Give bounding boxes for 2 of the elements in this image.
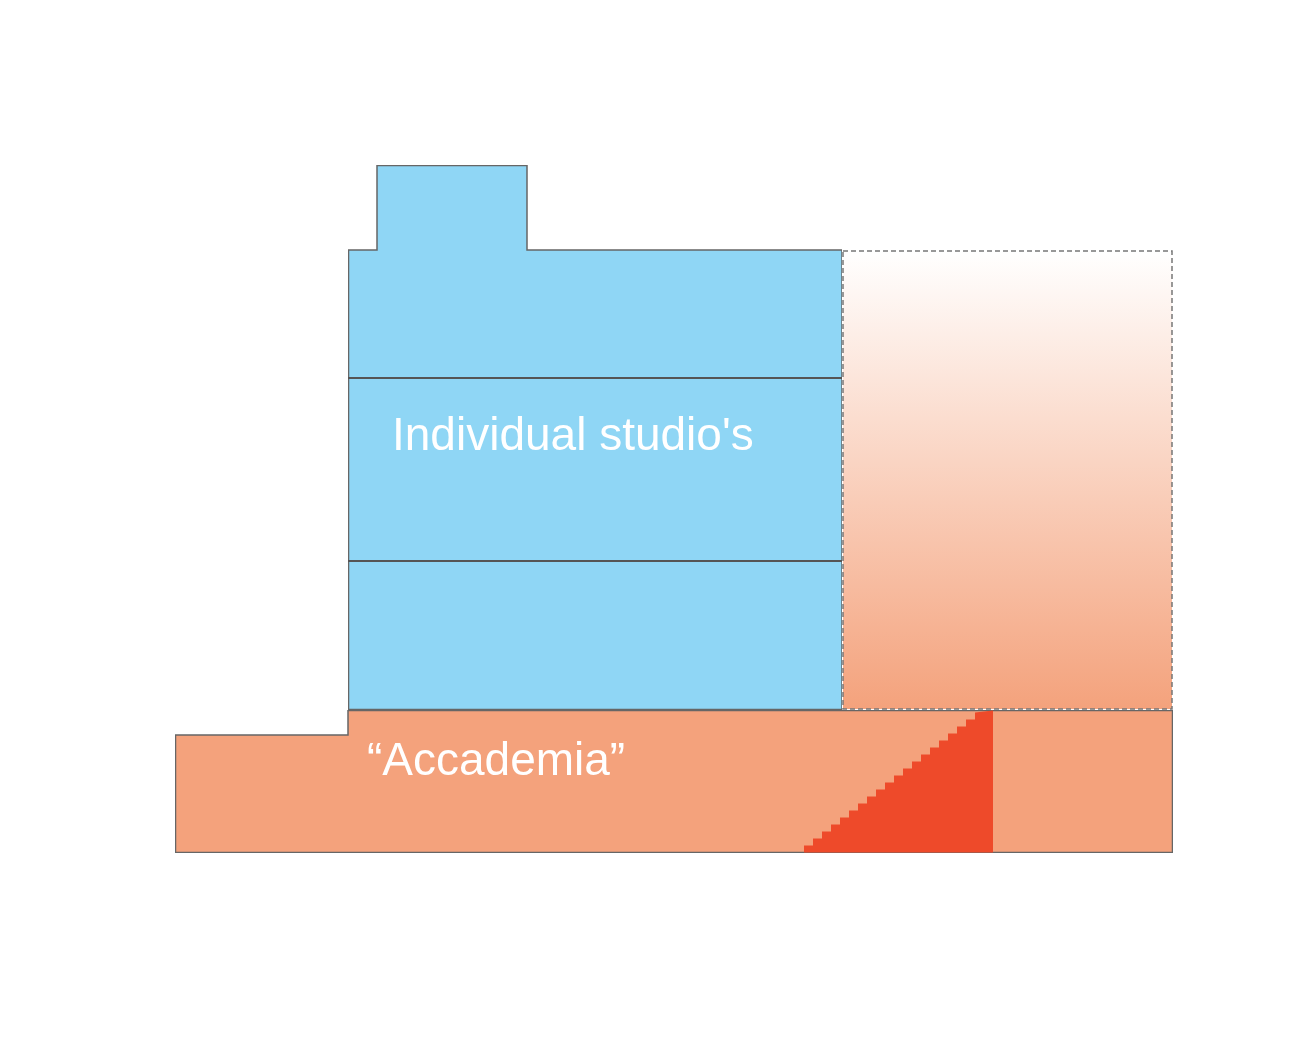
room-label: Individual studio's bbox=[392, 407, 754, 461]
room-label: “Accademia” bbox=[367, 732, 626, 786]
